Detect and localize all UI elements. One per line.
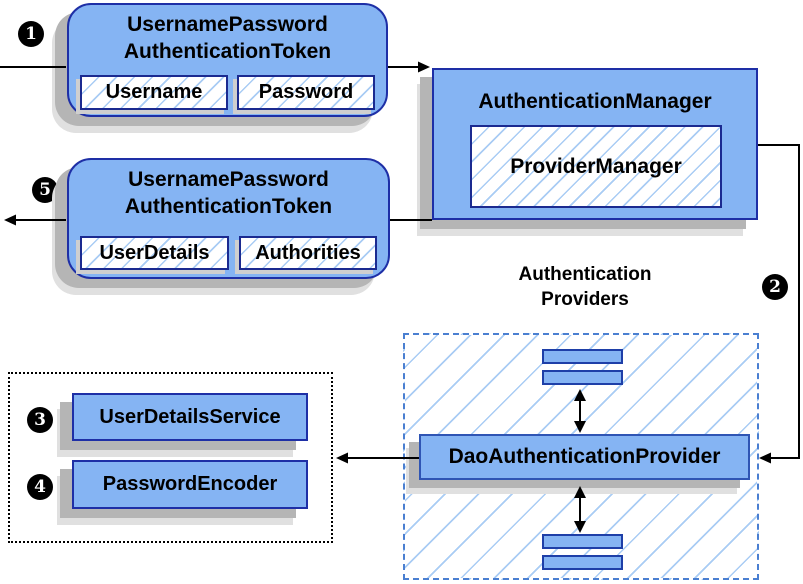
arrowhead-left-icon	[336, 452, 348, 464]
dao-authentication-provider-node: DaoAuthenticationProvider	[419, 434, 750, 480]
step-badge-2: 2	[762, 274, 788, 300]
response-token-fields: UserDetails Authorities	[80, 236, 377, 270]
arrowhead-left-icon	[4, 214, 16, 226]
request-token-fields: Username Password	[80, 75, 375, 110]
response-token-title-line2: AuthenticationToken	[124, 195, 333, 218]
provider-manager-node: ProviderManager	[470, 125, 722, 208]
providers-heading: Authentication Providers	[460, 262, 710, 312]
provider-placeholder-bar	[542, 349, 623, 364]
password-encoder-node: PasswordEncoder	[72, 460, 308, 509]
providers-heading-line1: Authentication	[518, 264, 652, 285]
provider-placeholder-bar	[542, 534, 623, 549]
step-badge-4: 4	[27, 474, 53, 500]
step-badge-3: 3	[27, 407, 53, 433]
request-token-title: UsernamePassword AuthenticationToken	[69, 5, 386, 65]
password-field: Password	[237, 75, 375, 110]
provider-placeholder-bar	[542, 370, 623, 385]
authentication-manager-title: AuthenticationManager	[478, 90, 712, 113]
authentication-manager-node: AuthenticationManager ProviderManager	[432, 68, 758, 220]
provider-placeholder-bar	[542, 555, 623, 570]
response-token-title-line1: UsernamePassword	[128, 168, 329, 191]
providers-heading-line2: Providers	[541, 289, 629, 310]
step-badge-1: 1	[18, 21, 44, 47]
services-group-box	[8, 372, 333, 543]
user-details-service-node: UserDetailsService	[72, 393, 308, 441]
response-token-node: UsernamePassword AuthenticationToken Use…	[67, 158, 390, 279]
arrowhead-left-icon	[759, 452, 771, 464]
response-token-title: UsernamePassword AuthenticationToken	[69, 160, 388, 220]
request-token-node: UsernamePassword AuthenticationToken Use…	[67, 3, 388, 117]
arrowhead-right-icon	[418, 61, 430, 73]
userdetails-field: UserDetails	[80, 236, 229, 270]
manager-to-provider-line	[758, 144, 800, 459]
request-token-title-line1: UsernamePassword	[127, 13, 328, 36]
username-field: Username	[80, 75, 228, 110]
request-token-title-line2: AuthenticationToken	[123, 40, 332, 63]
authorities-field: Authorities	[239, 236, 377, 270]
step-badge-5: 5	[32, 177, 58, 203]
